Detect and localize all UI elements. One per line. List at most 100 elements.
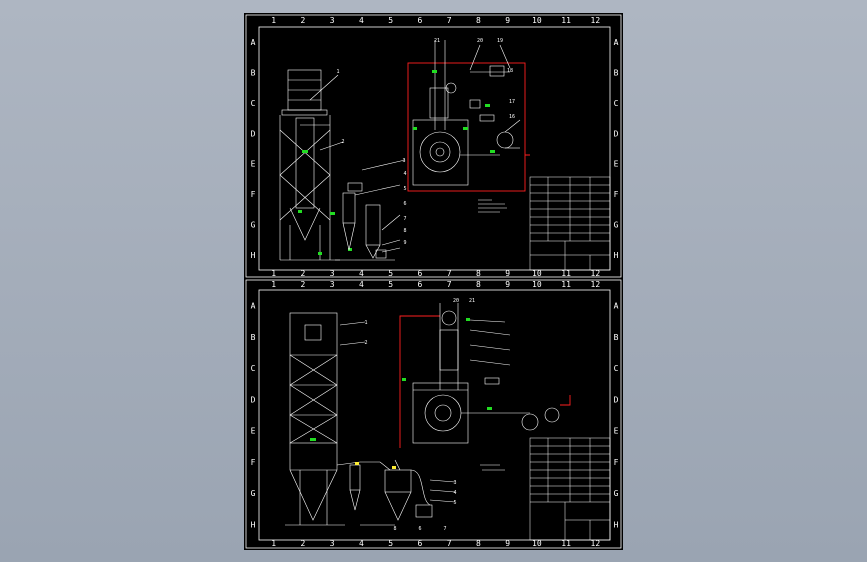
row-letter: G — [614, 489, 619, 498]
ruler-number: 12 — [591, 539, 601, 548]
row-letter: D — [614, 129, 619, 138]
part-callout: 5 — [403, 186, 406, 192]
row-letter: H — [251, 251, 256, 260]
ruler-number: 7 — [447, 16, 452, 25]
part-callout: 20 — [477, 38, 483, 44]
row-letter: G — [251, 220, 256, 229]
ruler-number: 2 — [300, 280, 305, 289]
ruler-number: 8 — [476, 269, 481, 278]
part-callout: 3 — [402, 158, 405, 164]
part-callout: 6 — [403, 201, 406, 207]
technical-notes — [478, 199, 507, 213]
part-callout: 19 — [497, 38, 503, 44]
ruler-number: 10 — [532, 539, 542, 548]
row-letter: F — [251, 458, 256, 467]
ruler-number: 7 — [447, 269, 452, 278]
ruler-number: 4 — [359, 269, 364, 278]
title-block-icon — [529, 176, 611, 271]
part-callout: 20 — [453, 298, 459, 304]
ruler-number: 8 — [476, 280, 481, 289]
ruler-number: 10 — [532, 280, 542, 289]
ruler-number: 10 — [532, 16, 542, 25]
ruler-number: 4 — [359, 16, 364, 25]
part-callout: 3 — [453, 480, 456, 486]
ruler-number: 1 — [271, 269, 276, 278]
row-letter: C — [251, 364, 256, 373]
row-letter: E — [251, 160, 256, 169]
drawing-paper — [244, 13, 623, 550]
part-callout: 16 — [509, 114, 515, 120]
part-callout: 18 — [507, 68, 513, 74]
ruler-number: 9 — [505, 16, 510, 25]
part-callout: 1 — [336, 69, 339, 75]
part-callout: 2 — [341, 139, 344, 145]
green-marks — [298, 150, 352, 255]
ruler-number: 1 — [271, 539, 276, 548]
row-letter: H — [614, 251, 619, 260]
row-letter: B — [614, 333, 619, 342]
part-callout: 5 — [453, 500, 456, 506]
ruler-number: 4 — [359, 539, 364, 548]
ruler-number: 2 — [300, 539, 305, 548]
ruler-number: 3 — [330, 280, 335, 289]
part-callout: 8 — [393, 526, 396, 532]
yellow-marks — [355, 462, 396, 469]
part-callout: 4 — [453, 490, 456, 496]
part-callout: 17 — [509, 99, 515, 105]
row-letter: A — [251, 302, 256, 311]
ruler-number: 1 — [271, 280, 276, 289]
ruler-number: 11 — [561, 280, 571, 289]
row-letter: B — [251, 69, 256, 78]
ruler-number: 9 — [505, 269, 510, 278]
lower-sheet-inner-border — [258, 289, 611, 541]
ruler-number: 10 — [532, 269, 542, 278]
cyclone-separator-icon — [335, 159, 406, 261]
ruler-number: 2 — [300, 269, 305, 278]
plan-view — [407, 40, 530, 192]
upper-sheet-inner-border — [258, 26, 611, 271]
row-letter: D — [251, 395, 256, 404]
plan-view — [399, 303, 571, 448]
row-letter: A — [614, 302, 619, 311]
row-letter: B — [251, 333, 256, 342]
row-letter: E — [251, 427, 256, 436]
ruler-number: 9 — [505, 280, 510, 289]
ruler-number: 5 — [388, 269, 393, 278]
row-letter: H — [251, 520, 256, 529]
ruler-number: 12 — [591, 269, 601, 278]
ruler-number: 9 — [505, 539, 510, 548]
part-callout: 7 — [403, 216, 406, 222]
part-callout: 6 — [418, 526, 421, 532]
part-callout: 7 — [443, 526, 446, 532]
ruler-number: 3 — [330, 269, 335, 278]
upper-sheet-outer-border — [245, 14, 622, 278]
ruler-number: 3 — [330, 539, 335, 548]
row-letter: F — [614, 190, 619, 199]
title-block-icon — [529, 437, 611, 541]
ruler-number: 6 — [417, 280, 422, 289]
ruler-number: 7 — [447, 539, 452, 548]
row-letter: H — [614, 520, 619, 529]
ruler-number: 11 — [561, 16, 571, 25]
row-letter: D — [614, 395, 619, 404]
green-marks — [310, 438, 316, 441]
ruler-number: 5 — [388, 280, 393, 289]
ruler-number: 3 — [330, 16, 335, 25]
part-callout: 21 — [434, 38, 440, 44]
row-letter: A — [251, 38, 256, 47]
ruler-number: 11 — [561, 269, 571, 278]
ruler-number: 2 — [300, 16, 305, 25]
ruler-number: 5 — [388, 16, 393, 25]
row-letter: C — [614, 364, 619, 373]
